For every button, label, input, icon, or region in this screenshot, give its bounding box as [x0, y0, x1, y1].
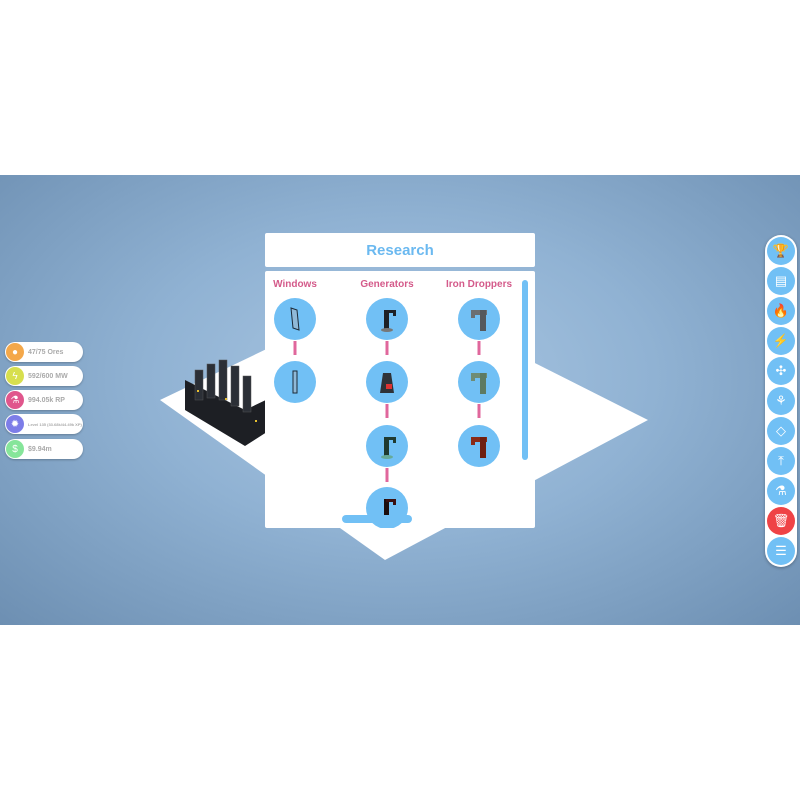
- upgrade-button[interactable]: ⤒: [767, 447, 795, 475]
- dollar-icon: $: [6, 440, 24, 458]
- power-value: 592/600 MW: [28, 372, 68, 380]
- connector: [385, 468, 389, 482]
- factory-machines[interactable]: [185, 350, 270, 450]
- lightning-icon: ϟ: [6, 367, 24, 385]
- column-header-windows: Windows: [273, 279, 317, 290]
- column-header-iron-droppers: Iron Droppers: [445, 279, 513, 290]
- research-button[interactable]: ⚗: [767, 477, 795, 505]
- flask-icon: ⚗: [6, 391, 24, 409]
- level-value: Level 135 (33.68k/44.49k XP): [28, 421, 82, 427]
- research-node-generator-3[interactable]: [366, 425, 408, 467]
- vertical-scrollbar[interactable]: [522, 280, 528, 460]
- lightning-icon: ⚡: [772, 333, 790, 348]
- right-toolbar: 🏆 ▤ 🔥 ⚡ ✣ ⚘ ◇ ⤒ ⚗ 🗑 ☰: [765, 235, 797, 567]
- research-points-value: 994.05k RP: [28, 396, 65, 404]
- gems-button[interactable]: ◇: [767, 417, 795, 445]
- delete-button[interactable]: 🗑: [767, 507, 795, 535]
- power-button[interactable]: ⚡: [767, 327, 795, 355]
- research-node-window-2[interactable]: [274, 361, 316, 403]
- trophy-icon: 🏆: [772, 243, 790, 258]
- plant-pot-icon: ⚘: [775, 393, 787, 408]
- power-stat[interactable]: ϟ 592/600 MW: [5, 366, 83, 386]
- conveyor-icon: ▤: [774, 273, 788, 288]
- connector: [385, 341, 389, 355]
- research-node-window-1[interactable]: [274, 298, 316, 340]
- connector: [385, 404, 389, 418]
- ore-icon: ●: [6, 343, 24, 361]
- horizontal-scrollbar[interactable]: [342, 515, 412, 523]
- plants-button[interactable]: ⚘: [767, 387, 795, 415]
- research-title: Research: [265, 233, 535, 267]
- ores-value: 47/75 Ores: [28, 348, 64, 356]
- money-value: $9.94m: [28, 445, 52, 453]
- research-points-stat[interactable]: ⚗ 994.05k RP: [5, 390, 83, 410]
- furnaces-button[interactable]: 🔥: [767, 297, 795, 325]
- ores-stat[interactable]: ● 47/75 Ores: [5, 342, 83, 362]
- connector: [293, 341, 297, 355]
- puzzle-icon: ✣: [775, 363, 787, 378]
- money-stat[interactable]: $ $9.94m: [5, 439, 83, 459]
- column-header-generators: Generators: [360, 279, 414, 290]
- connector: [477, 404, 481, 418]
- trash-icon: 🗑: [772, 513, 790, 528]
- level-gear-icon: ✹: [6, 415, 24, 433]
- research-panel[interactable]: Windows Generators Iron Droppers: [265, 271, 535, 528]
- flask-icon: ⚗: [775, 483, 787, 498]
- research-node-iron-dropper-3[interactable]: [458, 425, 500, 467]
- furnace-fire-icon: 🔥: [772, 303, 790, 318]
- research-node-generator-1[interactable]: [366, 298, 408, 340]
- upgrade-arrow-icon: ⤒: [778, 453, 784, 468]
- research-node-iron-dropper-2[interactable]: [458, 361, 500, 403]
- diamond-icon: ◇: [776, 423, 786, 438]
- level-stat[interactable]: ✹ Level 135 (33.68k/44.49k XP): [5, 414, 83, 434]
- upgraders-button[interactable]: ✣: [767, 357, 795, 385]
- menu-button[interactable]: ☰: [767, 537, 795, 565]
- research-node-generator-2[interactable]: [366, 361, 408, 403]
- connector: [477, 341, 481, 355]
- conveyors-button[interactable]: ▤: [767, 267, 795, 295]
- trophy-button[interactable]: 🏆: [767, 237, 795, 265]
- research-node-iron-dropper-1[interactable]: [458, 298, 500, 340]
- menu-icon: ☰: [775, 543, 787, 558]
